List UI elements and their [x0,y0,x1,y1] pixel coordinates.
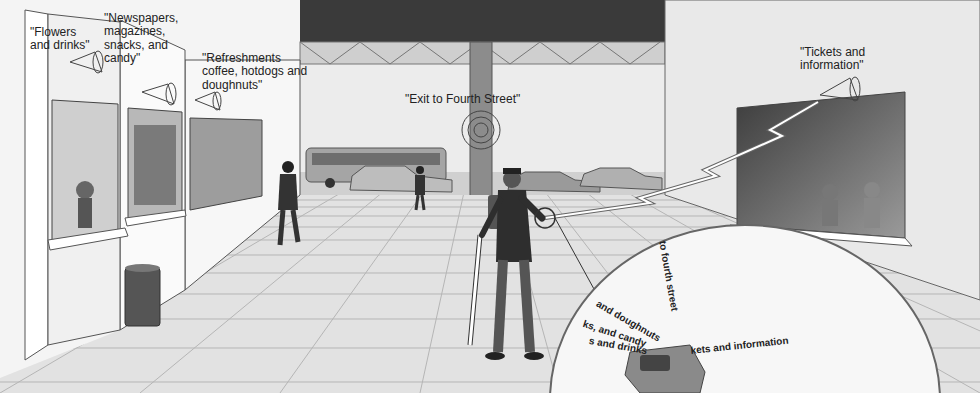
trash-can-lid [125,264,160,272]
ticket-window [737,92,905,238]
ticket-label: "Tickets and information" [800,46,900,73]
person [282,161,294,173]
exit-label: "Exit to Fourth Street" [405,93,565,106]
booth-window [190,118,262,210]
magnified-text: to fourth street [657,240,680,312]
signal-beam [545,102,818,218]
vendor [78,198,92,228]
cane [470,235,480,345]
booth-wall [185,60,300,290]
person [415,175,425,195]
signal-beam [545,102,818,218]
booth-window [52,100,118,240]
flowers [76,181,94,199]
signal-cone [195,92,220,110]
signal-cone [213,92,221,110]
magazine-rack [134,125,176,205]
clerk [864,198,880,228]
magnified-text: kets and information [690,335,789,356]
man-leg [524,260,530,352]
wheel [325,178,335,188]
store-label: "Newspapers, magazines, snacks, and cand… [104,12,184,66]
signal-cone [93,51,103,73]
man-arm [522,198,542,218]
clerk [864,182,880,198]
signal-ring [474,123,488,137]
signal-cone [166,83,176,105]
man-leg [498,260,503,352]
signal-ring [468,117,494,143]
person [278,174,298,210]
shoe [485,352,505,360]
magnifier-bubble [550,225,940,393]
tile-line [420,110,482,393]
tile-line [280,110,482,393]
person [416,195,418,210]
store-label: "Refreshments coffee, hotdogs and doughn… [202,52,314,92]
bus-windows [312,153,440,165]
signal-ring [462,111,500,149]
ceiling [300,0,665,42]
signal-cone [820,78,858,100]
clerk [822,184,838,200]
shoe [524,352,544,360]
leader-line [555,218,600,300]
booth-wall [25,10,48,360]
person [416,166,424,174]
hand-circle [535,208,555,228]
man-arm [482,200,500,235]
person [422,195,424,210]
cane [470,235,480,345]
counter [48,228,128,250]
person [293,210,298,242]
man-hat [503,168,521,174]
trash-can [125,268,160,326]
car [350,166,452,192]
car [580,168,662,190]
store-label: "Flowers and drinks" [30,26,92,53]
booth-window [128,108,182,225]
person [280,210,283,245]
clerk [822,200,838,226]
receiver-device [640,355,670,371]
signal-cone [70,52,102,72]
signal-cone [142,84,174,104]
signal-cone [850,77,860,101]
tile-line [482,110,560,393]
counter [125,210,186,226]
booth-wall [120,20,185,330]
